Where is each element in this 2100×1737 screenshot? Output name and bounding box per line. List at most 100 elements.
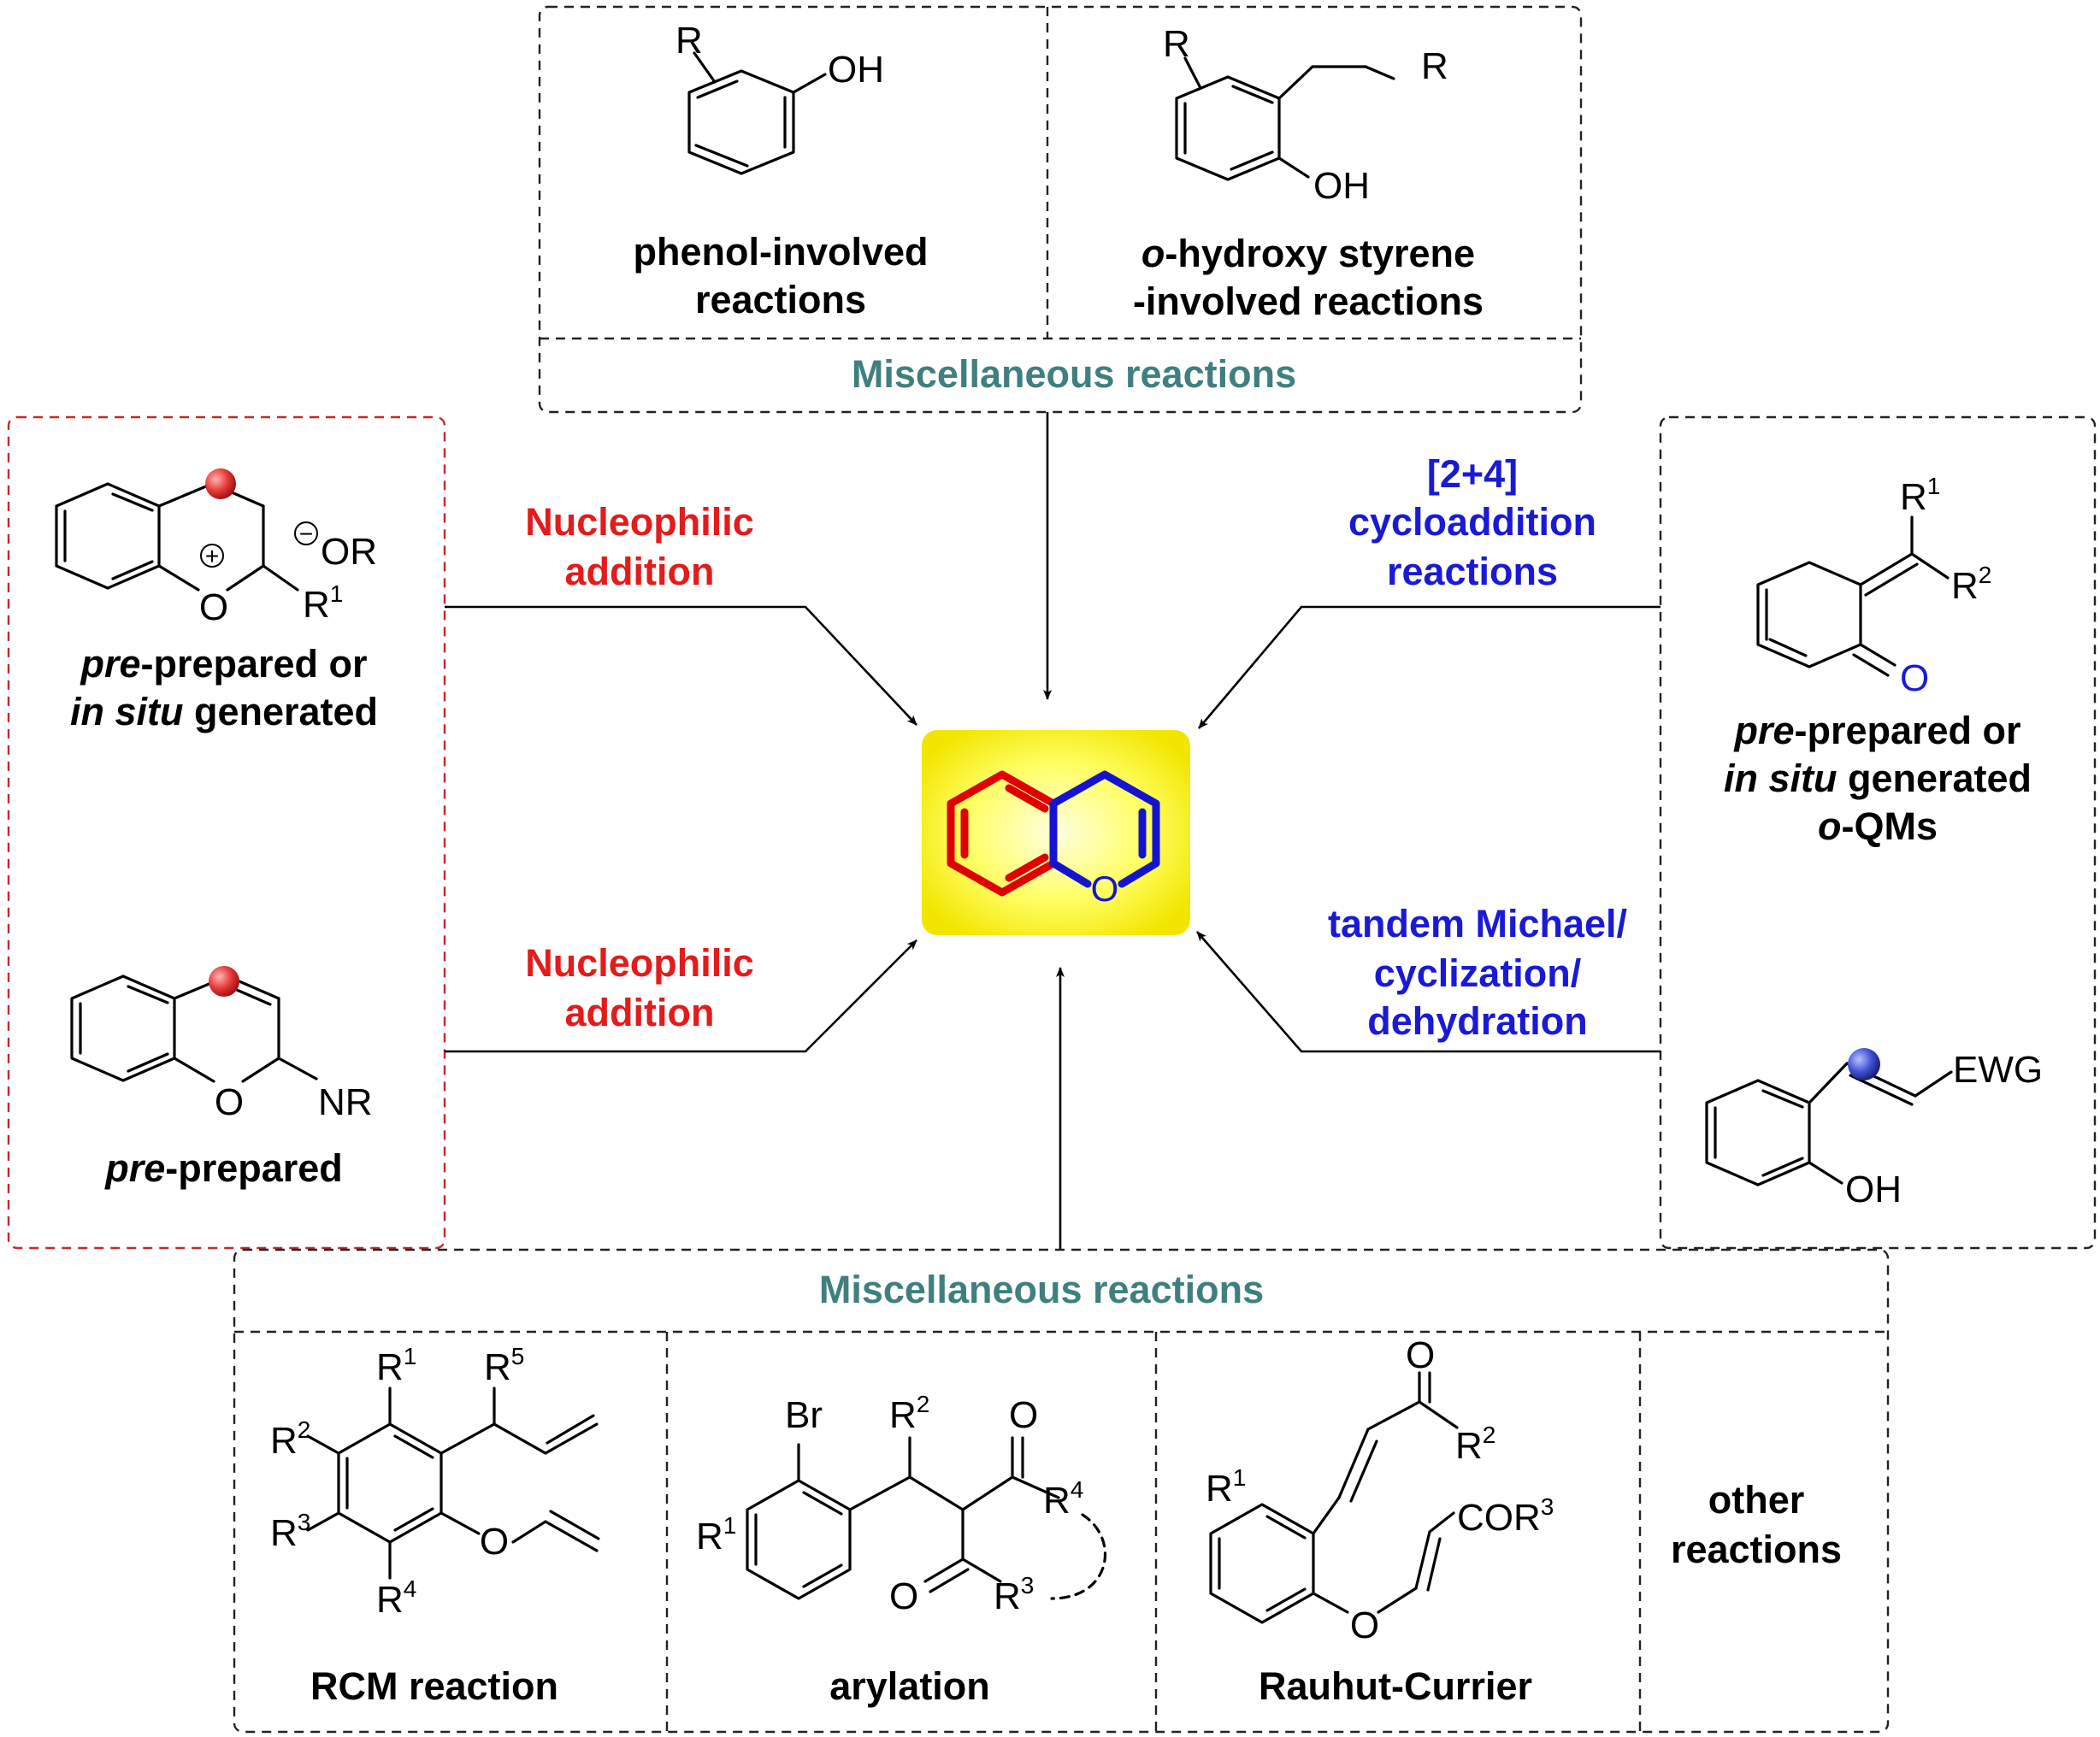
- rauhut-cor3-sup: 3: [1541, 1493, 1554, 1520]
- label-left-bottom-line2: addition: [565, 991, 715, 1034]
- arylation-r2-atom: R2: [889, 1391, 929, 1436]
- imine-caption-italic: pre: [104, 1146, 165, 1190]
- pyrylium-or-atom: OR: [321, 531, 377, 573]
- pyrylium-caption-line1: pre-prepared or: [80, 642, 367, 686]
- vinylphenol-ewg-atom: EWG: [1953, 1049, 2043, 1091]
- arylation-r3-atom: R3: [994, 1572, 1034, 1617]
- phenol-label-line1: phenol-involved: [633, 230, 928, 274]
- rauhut-o2-atom: O: [1350, 1605, 1379, 1646]
- pyrylium-minus-charge: −: [299, 521, 313, 547]
- pyrylium-o-atom: O: [199, 586, 228, 628]
- phenol-oh-atom: OH: [828, 49, 884, 91]
- bottom-caption: Miscellaneous reactions: [819, 1268, 1264, 1311]
- oqm-r1-atom: R1: [1900, 473, 1940, 518]
- arylation-r4-sup: 4: [1071, 1476, 1084, 1503]
- rcm-r5-r: R: [484, 1346, 511, 1388]
- label-left-top-line1: Nucleophilic: [525, 500, 754, 544]
- vinylphenol-reactive-site-ball: [1848, 1048, 1880, 1080]
- rauhut-cor3-atom: COR3: [1457, 1493, 1554, 1539]
- imine-nr-atom: NR: [318, 1081, 373, 1123]
- oqm-caption-rest2: generated: [1837, 757, 2032, 800]
- pyrylium-caption-rest1: -prepared or: [140, 642, 367, 686]
- oqm-r1-r: R: [1900, 476, 1927, 518]
- label-right-bottom-line1: tandem Michael/: [1328, 902, 1628, 945]
- arylation-br-atom: Br: [785, 1394, 823, 1436]
- phenol-label-line2: reactions: [695, 278, 866, 321]
- oqm-r2-atom: R2: [1951, 562, 1991, 607]
- rcm-r3-sup: 3: [298, 1509, 311, 1535]
- pyrylium-r1-r: R: [303, 584, 330, 626]
- arylation-r1-r: R: [696, 1516, 723, 1557]
- pyrylium-plus-charge: +: [205, 543, 219, 569]
- oqm-caption-italic-insitu: in situ: [1724, 757, 1838, 800]
- rauhut-label: Rauhut-Currier: [1259, 1664, 1532, 1708]
- rcm-r3-atom: R3: [270, 1509, 310, 1554]
- oqm-caption-line2: in situ generated: [1724, 757, 2032, 800]
- arylation-structure: Br R1 R2 R3 R4 O O: [696, 1391, 1106, 1617]
- arylation-r4-r: R: [1043, 1480, 1071, 1522]
- rcm-r2-atom: R2: [270, 1416, 310, 1462]
- right-outer-box: [1659, 415, 2097, 1250]
- oqm-structure: R1 R2 O: [1756, 473, 1991, 699]
- pyrylium-caption-italic-pre: pre: [80, 642, 140, 686]
- label-left-top-line2: addition: [565, 550, 715, 593]
- styrene-r2-atom: R: [1421, 45, 1448, 87]
- rcm-r1-atom: R1: [376, 1343, 416, 1388]
- top-caption: Miscellaneous reactions: [852, 352, 1296, 396]
- styrene-label-italic-o: o: [1141, 232, 1165, 275]
- other-reactions-line2: reactions: [1671, 1528, 1842, 1571]
- pyrylium-caption-italic-insitu: in situ: [70, 690, 184, 733]
- arylation-r2-sup: 2: [917, 1391, 930, 1417]
- oqm-caption-line1: pre-prepared or: [1733, 709, 2020, 752]
- arylation-r1-sup: 1: [723, 1512, 737, 1539]
- styrene-label-line2: -involved reactions: [1133, 280, 1484, 323]
- arylation-o2-atom: O: [889, 1575, 918, 1617]
- arylation-r3-r: R: [994, 1575, 1021, 1617]
- oqm-r2-r: R: [1951, 565, 1979, 607]
- rauhut-r2-sup: 2: [1483, 1422, 1496, 1448]
- rauhut-r2-atom: R2: [1455, 1422, 1495, 1467]
- imine-caption: pre-prepared: [104, 1146, 343, 1190]
- bottom-miscellaneous-group: Miscellaneous reactions R1 R2 R3 R4: [233, 1248, 1890, 1734]
- top-outer-box: [538, 5, 1583, 414]
- rcm-r5-atom: R5: [484, 1343, 524, 1388]
- arrow-left-bottom: [445, 939, 917, 1053]
- styrene-oh-atom: OH: [1313, 165, 1370, 207]
- pyrylium-caption-rest2: generated: [183, 690, 378, 733]
- chromene-core-structure: O: [947, 770, 1160, 909]
- oqm-caption-italic-pre: pre: [1733, 709, 1794, 752]
- oqm-caption-line3: o-QMs: [1818, 804, 1938, 848]
- rauhut-r2-r: R: [1455, 1425, 1483, 1467]
- arylation-r1-atom: R1: [696, 1512, 736, 1557]
- oqm-caption-rest1: -prepared or: [1794, 709, 2020, 752]
- rcm-r4-sup: 4: [404, 1575, 417, 1602]
- rauhut-o1-atom: O: [1406, 1334, 1435, 1376]
- hydroxystyrene-structure: R R OH: [1163, 23, 1448, 207]
- oqm-r2-sup: 2: [1979, 562, 1992, 588]
- imine-caption-rest: -prepared: [165, 1146, 343, 1190]
- rauhut-r1-sup: 1: [1233, 1464, 1247, 1491]
- label-right-bottom-line2: cyclization/: [1374, 951, 1582, 995]
- rcm-r2-sup: 2: [298, 1416, 311, 1443]
- rcm-r4-atom: R4: [376, 1575, 416, 1621]
- oqm-r1-sup: 1: [1927, 473, 1941, 499]
- vinylphenol-oh-atom: OH: [1845, 1169, 1902, 1210]
- rauhut-currier-structure: O R2 COR3 R1 O: [1206, 1334, 1554, 1646]
- arylation-o1-atom: O: [1009, 1394, 1038, 1436]
- rcm-r1-sup: 1: [404, 1343, 417, 1369]
- oqm-caption-italic-o: o: [1818, 804, 1842, 848]
- bottom-outer-box: [233, 1248, 1890, 1734]
- other-reactions-line1: other: [1708, 1478, 1805, 1522]
- oqm-o-atom: O: [1900, 657, 1929, 699]
- left-outer-box: [7, 415, 446, 1250]
- arrows-group: [445, 412, 1661, 1250]
- rauhut-cor3-text: COR: [1457, 1497, 1541, 1539]
- arylation-r2-r: R: [889, 1394, 917, 1436]
- rauhut-r1-atom: R1: [1206, 1464, 1246, 1510]
- arrow-left-top: [445, 605, 917, 726]
- right-group: R1 R2 O pre-prepared or in situ generate…: [1659, 415, 2097, 1250]
- core-o-atom: O: [1091, 868, 1119, 909]
- arrow-labels: Nucleophilic addition Nucleophilic addit…: [525, 452, 1627, 1043]
